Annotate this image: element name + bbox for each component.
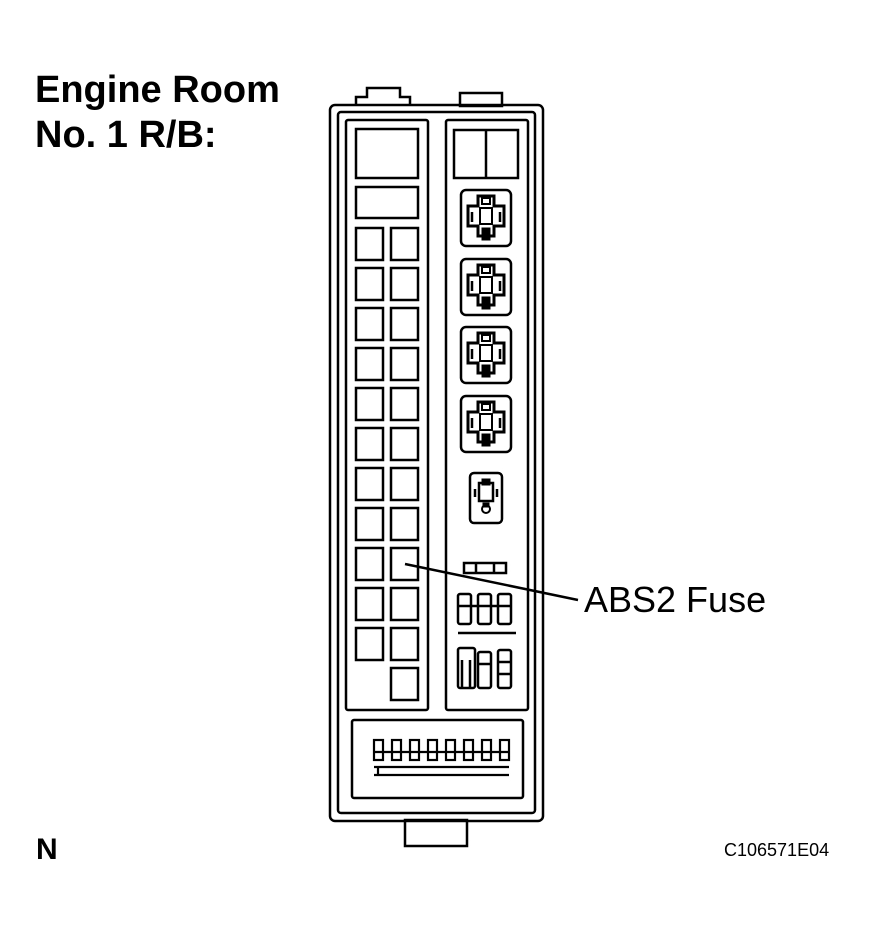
relay-block-title: Engine Room No. 1 R/B: bbox=[35, 68, 280, 158]
mini-fuse-strip bbox=[462, 561, 508, 575]
fuse-cell bbox=[389, 586, 420, 622]
fuse-cell bbox=[389, 266, 420, 302]
fuse-cell bbox=[354, 626, 385, 662]
relay-group bbox=[459, 188, 513, 525]
terminal-group-upper bbox=[456, 592, 516, 635]
left-large-fuse bbox=[354, 127, 420, 180]
fuse-cell bbox=[354, 426, 385, 462]
abs2-leader-line bbox=[404, 562, 579, 602]
fuse-cell bbox=[389, 626, 420, 662]
left-fuse-panel bbox=[344, 118, 430, 712]
figure-code: C106571E04 bbox=[724, 840, 830, 860]
relay bbox=[459, 394, 513, 454]
fuse-cell bbox=[354, 386, 385, 422]
fuse-cell bbox=[389, 426, 420, 462]
small-relay bbox=[468, 471, 504, 525]
fuse-cell bbox=[354, 226, 385, 262]
title-line-2: No. 1 R/B: bbox=[35, 114, 217, 156]
fuse-cell bbox=[389, 386, 420, 422]
fuse-cell bbox=[389, 226, 420, 262]
fuse-cell bbox=[354, 466, 385, 502]
relay bbox=[459, 257, 513, 317]
housing-inner bbox=[336, 110, 537, 815]
fuse-cell bbox=[354, 306, 385, 342]
top-tab-left bbox=[354, 86, 412, 106]
fuse-cell bbox=[389, 666, 420, 702]
fuse-grid bbox=[354, 226, 420, 702]
fuse-cell bbox=[354, 506, 385, 542]
fuse-cell bbox=[389, 466, 420, 502]
title-line-1: Engine Room bbox=[35, 69, 280, 111]
fuse-cell bbox=[354, 346, 385, 382]
terminal-group-lower bbox=[456, 646, 513, 690]
fuse-cell bbox=[354, 586, 385, 622]
relay bbox=[459, 188, 513, 248]
relay bbox=[459, 325, 513, 385]
fuse-cell bbox=[389, 346, 420, 382]
fuse-cell bbox=[389, 506, 420, 542]
right-relay-panel bbox=[444, 118, 530, 712]
bottom-tab bbox=[403, 818, 469, 848]
fuse-cell bbox=[354, 266, 385, 302]
connector-pins bbox=[372, 738, 511, 777]
fuse-cell bbox=[354, 546, 385, 582]
left-medium-fuse bbox=[354, 185, 420, 220]
abs2-fuse-label: ABS2 Fuse bbox=[584, 579, 767, 620]
connector-panel bbox=[350, 718, 525, 800]
housing-outer bbox=[328, 103, 545, 823]
fuse-cell bbox=[389, 306, 420, 342]
orientation-mark: N bbox=[36, 833, 58, 866]
abs2-fuse-cell bbox=[389, 546, 420, 582]
